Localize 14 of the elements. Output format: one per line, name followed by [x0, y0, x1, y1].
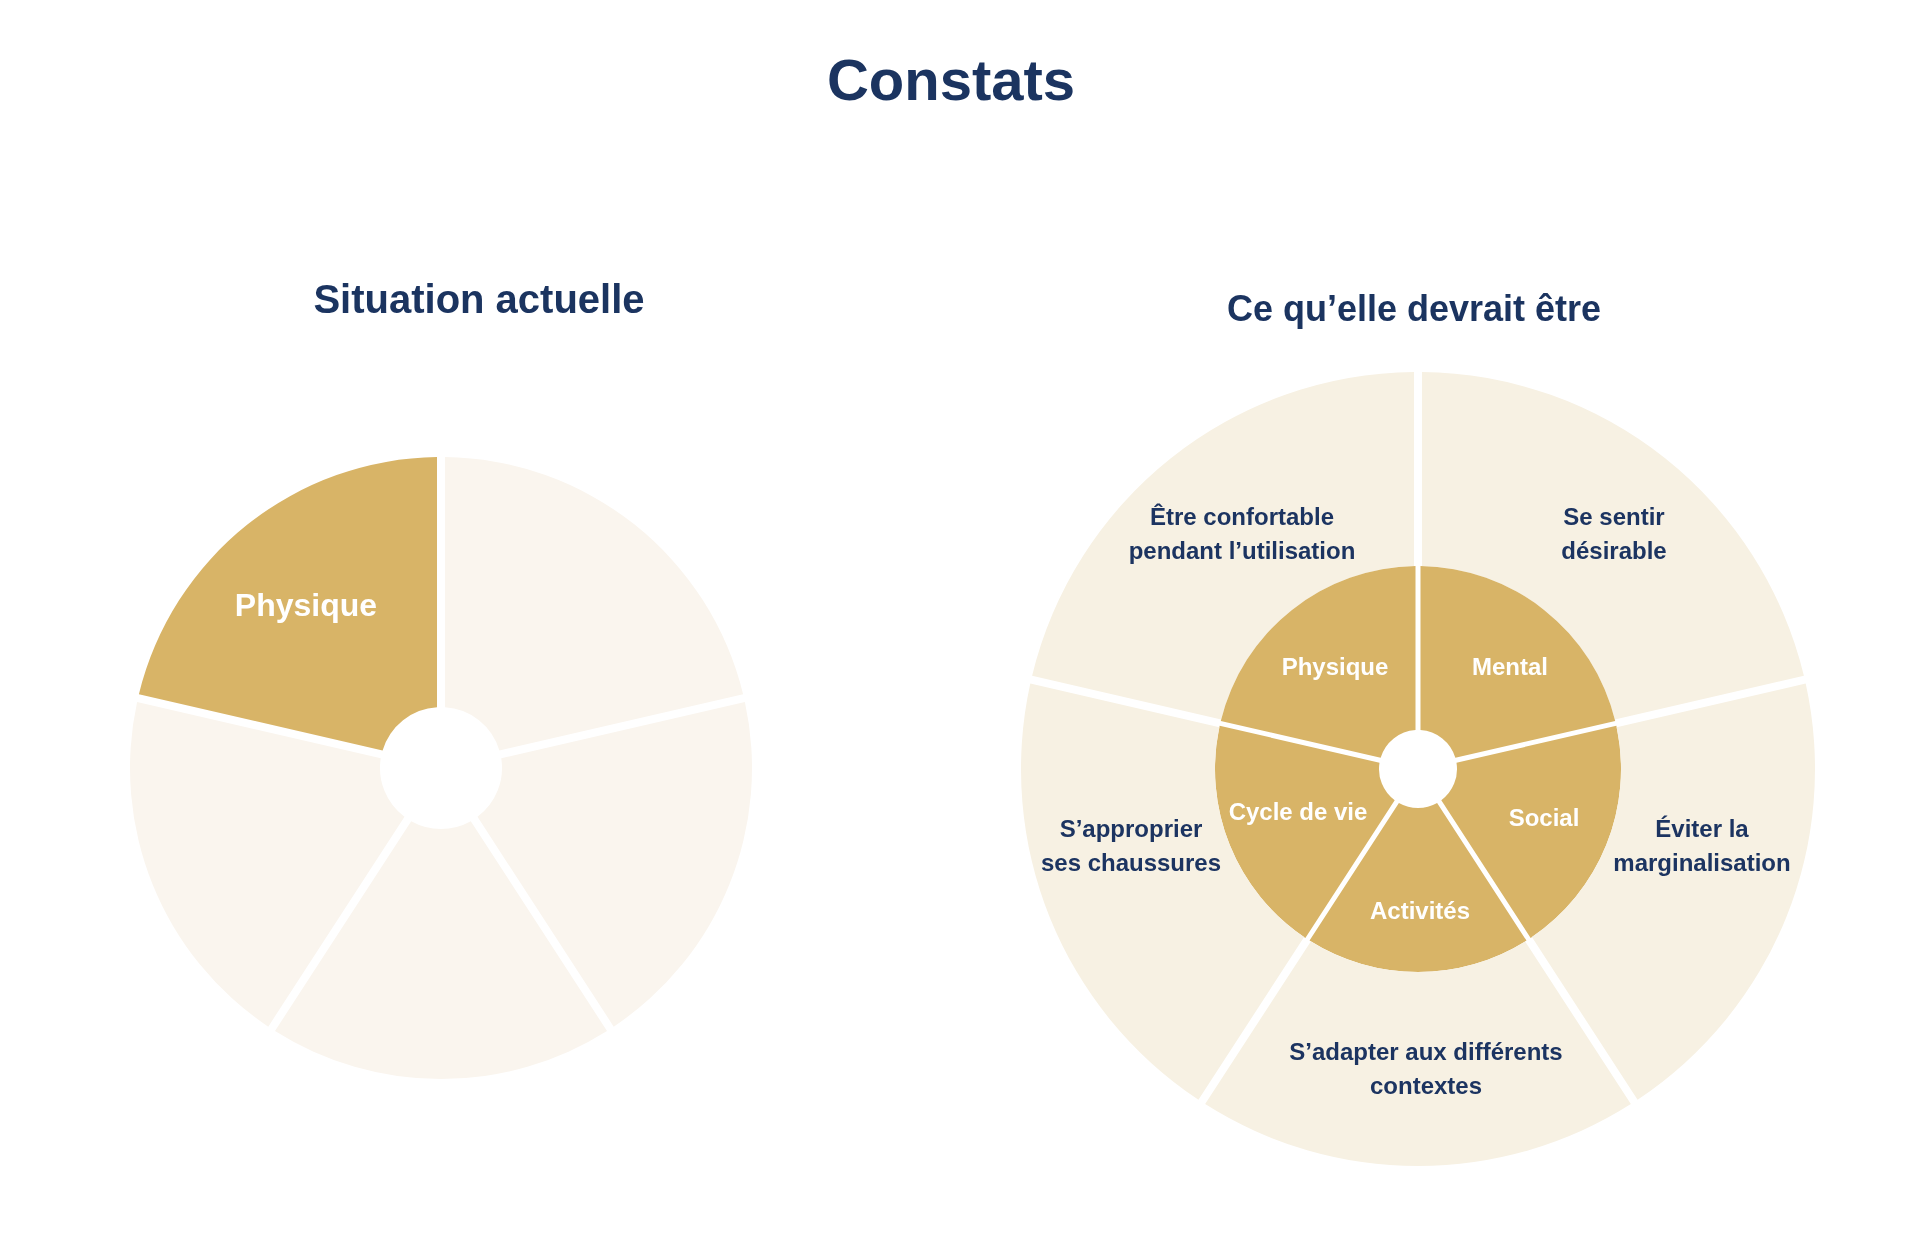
page-title: Constats [826, 46, 1076, 115]
sector-label: Mental [1472, 652, 1548, 683]
sector-label: Social [1508, 803, 1580, 834]
sector-label: Physique [234, 585, 378, 625]
sector-label: Activités [1370, 896, 1470, 927]
sector-label: Se sentir désirable [1560, 502, 1668, 566]
sector-label: Éviter la marginalisation [1612, 814, 1792, 878]
sector-label: Cycle de vie [1228, 797, 1368, 828]
sector-label: S’approprier ses chaussures [1039, 814, 1223, 878]
sector-label: Physique [1281, 652, 1389, 683]
sector-label: S’adapter aux différents contextes [1288, 1037, 1564, 1101]
chart-heading: Ce qu’elle devrait être [1226, 287, 1602, 331]
chart-heading: Situation actuelle [313, 276, 645, 323]
sector-label: Être confortable pendant l’utilisation [1127, 502, 1357, 566]
